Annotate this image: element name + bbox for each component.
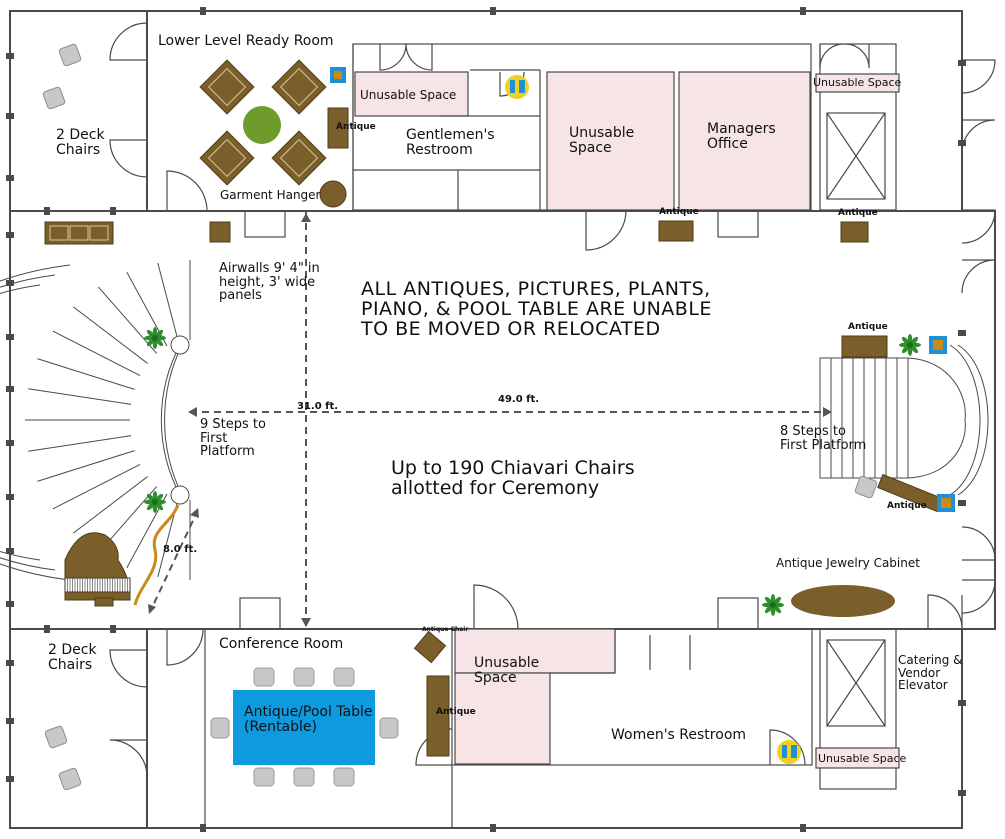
- bottom-rooms: [109, 59, 996, 828]
- unusable-space-bottom-a: [454, 628, 616, 674]
- deck-chairs: [42, 43, 878, 791]
- unusable-bottom-right-label: Unusable Space: [818, 752, 907, 765]
- jewelry-cabinet: [791, 585, 895, 617]
- antique-label-top-right: Antique: [838, 208, 878, 218]
- unusable-space-top-left: [354, 71, 469, 117]
- unusable-top-right-label: Unusable Space: [813, 76, 902, 89]
- unusable-space-top-mid: [546, 71, 675, 211]
- antique-chair-label: Antique Chair: [422, 626, 469, 633]
- right-staircase: [819, 344, 989, 496]
- antique-label-ready-room: Antique: [336, 122, 376, 132]
- antique-ready-room: [327, 107, 349, 149]
- garment-hanger-label: Garment Hanger: [220, 188, 321, 202]
- plants: [144, 327, 921, 616]
- notice-label: ALL ANTIQUES, PICTURES, PLANTS,PIANO, & …: [361, 278, 712, 340]
- handrail: [133, 504, 180, 606]
- unusable-space-bottom-right: [815, 747, 900, 769]
- restroom-icons: [505, 75, 801, 764]
- notches: [239, 210, 759, 630]
- unusable-space-bottom-b: [454, 672, 551, 765]
- sofa: [44, 221, 114, 245]
- dimension-8ft: 8.0 ft.: [163, 544, 198, 555]
- dimension-31ft: 31.0 ft.: [297, 401, 339, 412]
- dimension-lines: [148, 211, 832, 629]
- pool-table-label: Antique/Pool Table(Rentable): [244, 704, 373, 735]
- conference-room-label: Conference Room: [219, 636, 344, 652]
- main-hall-antiques: [44, 220, 955, 617]
- managers-office: [678, 71, 811, 211]
- dimension-49ft: 49.0 ft.: [498, 394, 540, 405]
- pool-table: [233, 690, 375, 765]
- ready-room-label: Lower Level Ready Room: [158, 33, 334, 49]
- elevator-bottom: [826, 639, 886, 727]
- womens-restroom-label: Women's Restroom: [611, 727, 747, 743]
- antique-label-stairs: Antique: [848, 322, 888, 332]
- unusable-space-top-right: [815, 73, 900, 93]
- antique-label-right: Antique: [887, 501, 927, 511]
- unusable-top-left-label: Unusable Space: [360, 88, 457, 102]
- antique-label-conference: Antique: [436, 707, 476, 717]
- jewelry-cabinet-label: Antique Jewelry Cabinet: [776, 556, 920, 570]
- antique-label-managers: Antique: [659, 207, 699, 217]
- round-table: [243, 106, 281, 144]
- garment-hanger: [319, 180, 347, 208]
- left-staircase: [0, 260, 191, 581]
- ready-room-furniture: [199, 59, 349, 208]
- elevator-top: [826, 112, 886, 200]
- conference-room: [210, 630, 450, 787]
- top-rooms: [109, 22, 900, 251]
